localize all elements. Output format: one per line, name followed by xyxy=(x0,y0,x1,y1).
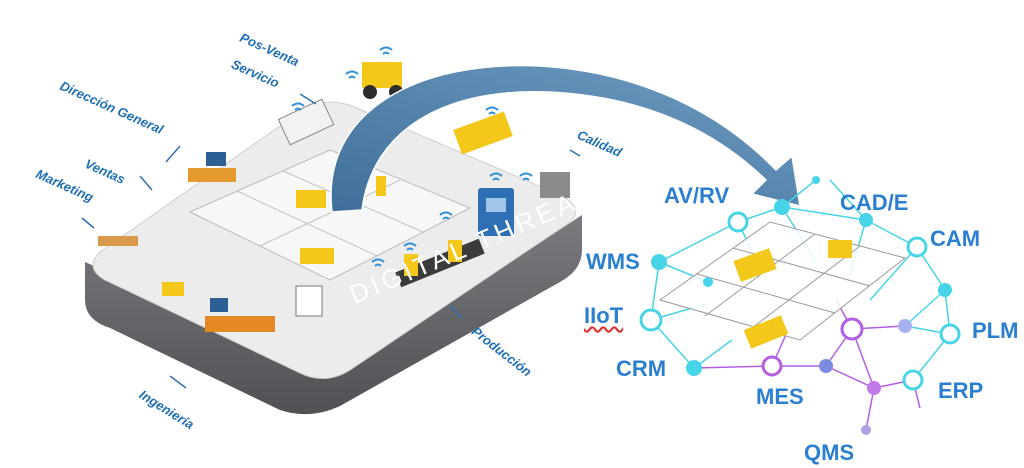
grid-loader xyxy=(296,190,326,208)
platform-side xyxy=(85,215,582,415)
node-avrv-hub xyxy=(774,199,790,215)
node-mes-2 xyxy=(819,359,833,373)
node-cam xyxy=(906,236,928,258)
node-avrv xyxy=(727,211,749,233)
label-qms: QMS xyxy=(804,440,855,465)
network-nodes xyxy=(639,176,961,435)
node-center xyxy=(840,317,864,341)
label-mes: MES xyxy=(756,384,804,409)
office-monitor xyxy=(206,152,226,166)
engineering-desk xyxy=(205,316,275,332)
node-bottom xyxy=(867,381,881,395)
engineering-monitor xyxy=(210,298,228,312)
digital-thread-arrow xyxy=(330,64,801,213)
whiteboard xyxy=(295,285,323,317)
node-iiot xyxy=(639,308,663,332)
node-wms xyxy=(651,254,667,270)
department-lines xyxy=(81,93,581,389)
node-crm xyxy=(686,360,702,376)
sales-table xyxy=(98,236,138,246)
node-mes xyxy=(761,355,783,377)
node-plm xyxy=(939,323,961,345)
node-small-2 xyxy=(812,176,820,184)
label-crm: CRM xyxy=(616,356,667,381)
network-truck xyxy=(743,315,789,349)
grid-robot xyxy=(376,176,386,196)
node-erp xyxy=(902,369,924,391)
forklift xyxy=(162,282,184,296)
yellow-robot xyxy=(404,254,418,276)
node-right-mid xyxy=(898,319,912,333)
cnc-window xyxy=(486,198,506,212)
factory-scene xyxy=(98,62,570,332)
node-cam-2 xyxy=(938,283,952,297)
node-small-1 xyxy=(703,277,713,287)
label-plm: PLM xyxy=(972,318,1019,343)
label-erp: ERP xyxy=(938,378,984,403)
yellow-robot-2 xyxy=(448,240,462,262)
network-robot xyxy=(828,240,852,258)
network-loader xyxy=(733,248,777,282)
label-cam: CAM xyxy=(930,226,981,251)
quality-station xyxy=(540,172,570,198)
dump-truck xyxy=(453,111,513,155)
wifi-icons xyxy=(291,46,533,267)
office-desk xyxy=(188,168,236,182)
node-qms xyxy=(861,425,871,435)
grid-truck xyxy=(300,248,334,264)
label-avrv: AV/RV xyxy=(664,183,730,208)
node-cade xyxy=(859,213,873,227)
label-iiot: IIoT xyxy=(584,303,624,328)
label-cade: CAD/E xyxy=(840,190,909,215)
wheel-loader xyxy=(362,62,402,88)
label-wms: WMS xyxy=(586,249,640,274)
